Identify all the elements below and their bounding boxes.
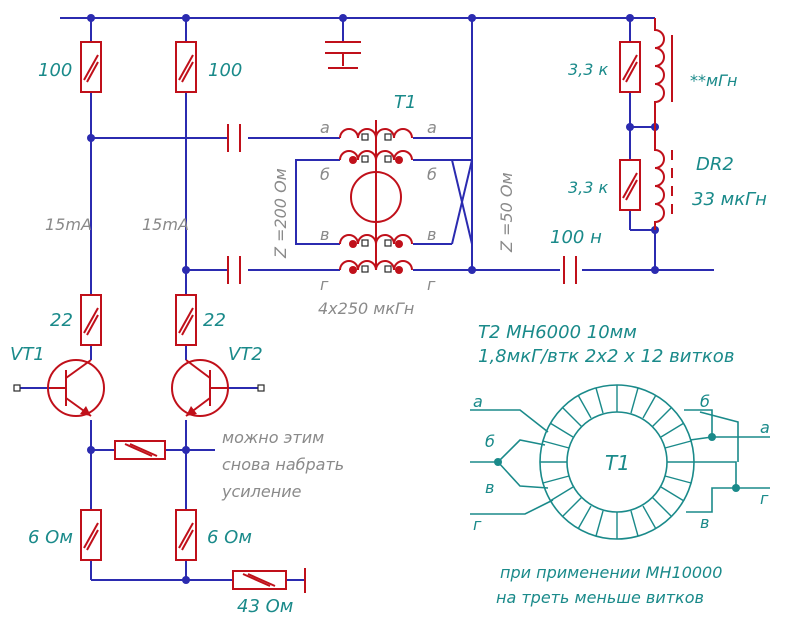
resistor-emitter-link xyxy=(114,440,166,460)
toroid-diagram xyxy=(470,384,770,540)
label-winding-b-left: б xyxy=(320,165,330,184)
label-vt1: VT1 xyxy=(10,344,45,365)
toroid-lead-g-left: г xyxy=(473,515,482,534)
toroid-lead-b-left: б xyxy=(485,432,495,451)
resistor-100-mid xyxy=(175,41,197,93)
resistor-6-left xyxy=(80,509,102,561)
label-dr2: DR2 xyxy=(696,154,734,175)
label-r-6-left: 6 Ом xyxy=(28,527,73,548)
label-winding-v-right: в xyxy=(427,225,436,244)
label-r-43: 43 Ом xyxy=(237,596,293,617)
footer-note-line1: при применении МН10000 xyxy=(500,563,722,582)
label-r-6-mid: 6 Ом xyxy=(207,527,252,548)
note-gain-line1: можно этим xyxy=(222,428,324,447)
label-r-33-bot: 3,3 к xyxy=(568,178,609,197)
label-t1: T1 xyxy=(394,92,416,113)
transistor-vt2 xyxy=(171,359,265,417)
label-vt2: VT2 xyxy=(228,344,263,365)
resistor-33-bot xyxy=(619,159,641,211)
label-current-mid: 15mA xyxy=(142,215,189,234)
note-gain-line3: усиление xyxy=(221,482,302,501)
label-winding-a-right: а xyxy=(427,118,437,137)
toroid-lead-a-right: а xyxy=(760,418,770,437)
resistor-6-mid xyxy=(175,509,197,561)
capacitors xyxy=(227,41,577,284)
junction-dots xyxy=(87,14,659,584)
label-dr2-value: 33 мкГн xyxy=(692,189,767,210)
label-inductance: 4х250 мкГн xyxy=(318,299,414,318)
toroid-label: Т1 xyxy=(605,451,630,475)
labels: 100 100 15mA 15mA 22 22 VT1 VT2 6 Ом 6 О… xyxy=(10,60,770,617)
label-z-200: Z =200 Ом xyxy=(271,168,290,259)
resistor-33-top xyxy=(619,41,641,93)
label-r-100-mid: 100 xyxy=(208,60,242,81)
label-r-33-top: 3,3 к xyxy=(568,60,609,79)
label-r-22-left: 22 xyxy=(50,310,73,331)
toroid-lead-b-right: б xyxy=(700,392,710,411)
resistor-22-left xyxy=(80,294,102,346)
toroid-lead-a-left: а xyxy=(473,392,483,411)
label-cap-100n: 100 н xyxy=(550,227,602,248)
resistor-100-left xyxy=(80,41,102,93)
label-winding-v-left: в xyxy=(320,225,329,244)
toroid-lead-v-right: в xyxy=(700,513,709,532)
toroid-lead-g-right: г xyxy=(760,489,769,508)
label-winding-g-right: г xyxy=(427,275,436,294)
transistor-vt1 xyxy=(13,359,105,417)
resistors xyxy=(80,41,641,593)
resistor-43 xyxy=(232,570,287,590)
transformer-t1 xyxy=(339,120,413,274)
label-r-22-mid: 22 xyxy=(203,310,226,331)
core-spec-line1: Т2 МН6000 10мм xyxy=(478,322,637,343)
note-gain-line2: снова набрать xyxy=(222,455,344,474)
label-winding-g-left: г xyxy=(320,275,329,294)
core-spec-line2: 1,8мкГ/втк 2х2 х 12 витков xyxy=(478,346,734,367)
label-winding-b-right: б xyxy=(427,165,437,184)
label-z-50: Z =50 Ом xyxy=(497,172,516,253)
label-inductor-top: **мГн xyxy=(690,71,737,90)
toroid-lead-v-left: в xyxy=(485,478,494,497)
inductors xyxy=(654,18,673,230)
label-winding-a-left: а xyxy=(320,118,330,137)
label-current-left: 15mA xyxy=(45,215,92,234)
label-r-100-left: 100 xyxy=(38,60,72,81)
resistor-22-mid xyxy=(175,294,197,346)
footer-note-line2: на треть меньше витков xyxy=(496,588,704,607)
